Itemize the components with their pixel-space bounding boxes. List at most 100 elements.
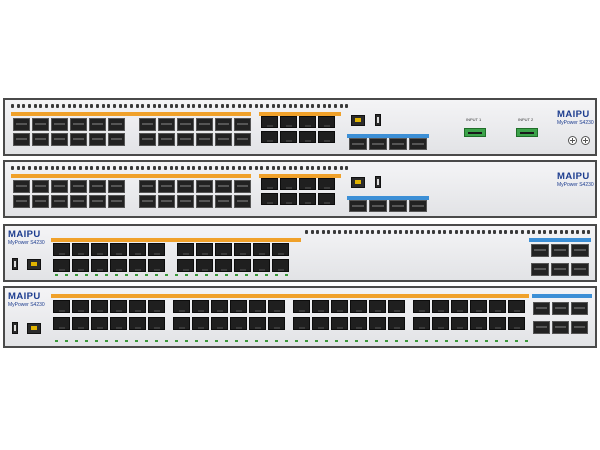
sfp-port[interactable] <box>139 180 156 193</box>
sfp-port[interactable] <box>70 133 87 146</box>
rj45-port[interactable] <box>280 178 297 190</box>
rj45-port[interactable] <box>91 259 108 272</box>
usb-port[interactable] <box>12 322 18 334</box>
sfp-port[interactable] <box>177 133 194 146</box>
rj45-port[interactable] <box>72 300 89 313</box>
rj45-port[interactable] <box>451 317 468 330</box>
sfp-port[interactable] <box>234 118 251 131</box>
sfp-port[interactable] <box>158 118 175 131</box>
rj45-port[interactable] <box>350 300 367 313</box>
rj45-port[interactable] <box>312 317 329 330</box>
rj45-port[interactable] <box>318 116 335 128</box>
uplink-sfp-port[interactable] <box>571 244 589 257</box>
rj45-port[interactable] <box>268 317 285 330</box>
uplink-sfp-port[interactable] <box>531 244 549 257</box>
sfp-port[interactable] <box>215 118 232 131</box>
rj45-port[interactable] <box>148 317 165 330</box>
rj45-port[interactable] <box>173 317 190 330</box>
rj45-port[interactable] <box>148 259 165 272</box>
sfp-port[interactable] <box>158 133 175 146</box>
rj45-port[interactable] <box>211 317 228 330</box>
rj45-port[interactable] <box>331 300 348 313</box>
rj45-port[interactable] <box>211 300 228 313</box>
sfp-port[interactable] <box>177 118 194 131</box>
uplink-sfp-port[interactable] <box>571 263 589 276</box>
sfp-port[interactable] <box>70 195 87 208</box>
sfp-port[interactable] <box>215 133 232 146</box>
usb-port[interactable] <box>375 114 381 126</box>
rj45-port[interactable] <box>230 317 247 330</box>
rj45-port[interactable] <box>331 317 348 330</box>
rj45-port[interactable] <box>91 300 108 313</box>
rj45-port[interactable] <box>234 243 251 256</box>
usb-port[interactable] <box>12 258 18 270</box>
rj45-port[interactable] <box>148 300 165 313</box>
sfp-port[interactable] <box>89 195 106 208</box>
rj45-port[interactable] <box>268 300 285 313</box>
sfp-port[interactable] <box>51 180 68 193</box>
rj45-port[interactable] <box>293 317 310 330</box>
uplink-sfp-port[interactable] <box>369 200 387 212</box>
rj45-port[interactable] <box>129 243 146 256</box>
rj45-port[interactable] <box>173 300 190 313</box>
sfp-port[interactable] <box>32 118 49 131</box>
rj45-port[interactable] <box>249 317 266 330</box>
rj45-port[interactable] <box>129 317 146 330</box>
rj45-port[interactable] <box>280 131 297 143</box>
rj45-port[interactable] <box>451 300 468 313</box>
rj45-port[interactable] <box>91 317 108 330</box>
rj45-port[interactable] <box>129 259 146 272</box>
rj45-port[interactable] <box>350 317 367 330</box>
rj45-port[interactable] <box>253 243 270 256</box>
rj45-port[interactable] <box>72 259 89 272</box>
rj45-port[interactable] <box>177 259 194 272</box>
rj45-port[interactable] <box>72 243 89 256</box>
sfp-port[interactable] <box>13 133 30 146</box>
rj45-port[interactable] <box>272 243 289 256</box>
uplink-sfp-port[interactable] <box>531 263 549 276</box>
rj45-port[interactable] <box>129 300 146 313</box>
uplink-sfp-port[interactable] <box>349 200 367 212</box>
rj45-port[interactable] <box>215 243 232 256</box>
sfp-port[interactable] <box>51 195 68 208</box>
rj45-port[interactable] <box>261 131 278 143</box>
rj45-port[interactable] <box>110 317 127 330</box>
sfp-port[interactable] <box>158 180 175 193</box>
rj45-port[interactable] <box>489 300 506 313</box>
power-input-1[interactable] <box>464 128 486 137</box>
sfp-port[interactable] <box>70 118 87 131</box>
sfp-port[interactable] <box>139 133 156 146</box>
rj45-port[interactable] <box>215 259 232 272</box>
rj45-port[interactable] <box>413 300 430 313</box>
sfp-port[interactable] <box>215 180 232 193</box>
rj45-port[interactable] <box>261 178 278 190</box>
rj45-port[interactable] <box>91 243 108 256</box>
sfp-port[interactable] <box>177 180 194 193</box>
sfp-port[interactable] <box>234 133 251 146</box>
sfp-port[interactable] <box>89 118 106 131</box>
rj45-port[interactable] <box>110 243 127 256</box>
sfp-port[interactable] <box>13 195 30 208</box>
rj45-port[interactable] <box>234 259 251 272</box>
rj45-port[interactable] <box>53 259 70 272</box>
rj45-port[interactable] <box>312 300 329 313</box>
sfp-port[interactable] <box>196 118 213 131</box>
rj45-port[interactable] <box>177 243 194 256</box>
rj45-port[interactable] <box>318 131 335 143</box>
sfp-port[interactable] <box>108 195 125 208</box>
rj45-port[interactable] <box>470 300 487 313</box>
sfp-port[interactable] <box>70 180 87 193</box>
rj45-port[interactable] <box>432 317 449 330</box>
rj45-port[interactable] <box>318 193 335 205</box>
rj45-port[interactable] <box>369 300 386 313</box>
uplink-sfp-port[interactable] <box>551 263 569 276</box>
uplink-sfp-port[interactable] <box>552 321 569 334</box>
uplink-sfp-port[interactable] <box>552 302 569 315</box>
rj45-port[interactable] <box>261 116 278 128</box>
console-port[interactable] <box>27 259 41 270</box>
rj45-port[interactable] <box>508 300 525 313</box>
sfp-port[interactable] <box>108 180 125 193</box>
rj45-port[interactable] <box>272 259 289 272</box>
rj45-port[interactable] <box>318 178 335 190</box>
rj45-port[interactable] <box>53 317 70 330</box>
